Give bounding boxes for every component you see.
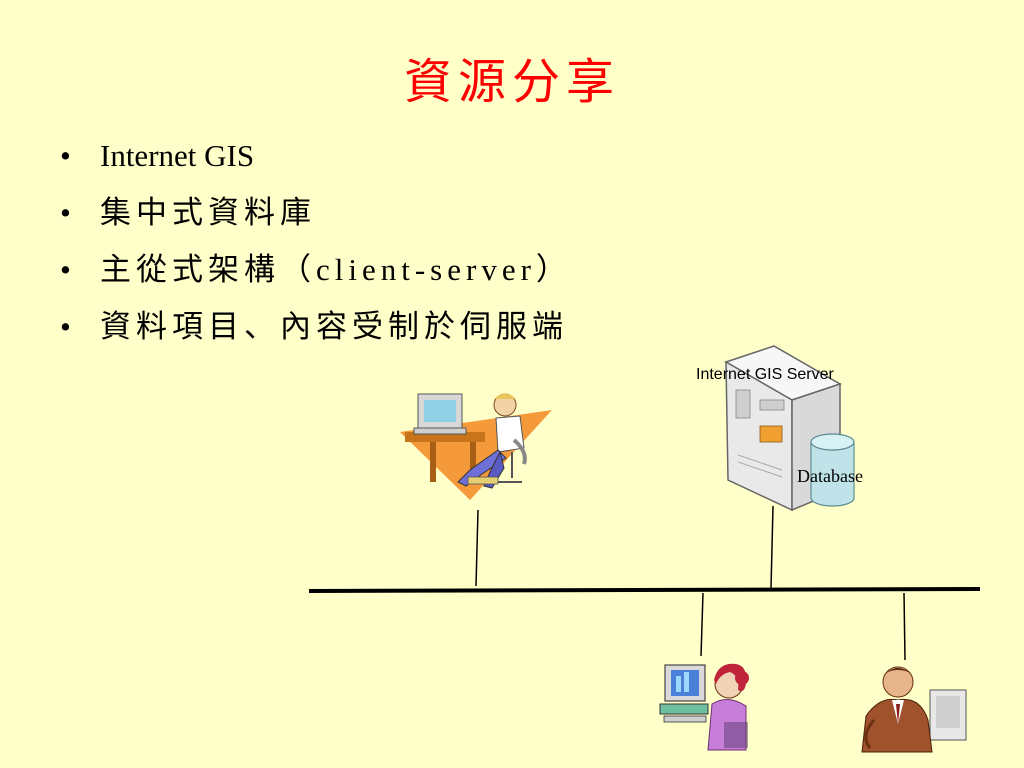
database-label: Database xyxy=(797,466,863,486)
man-at-computer-icon xyxy=(400,393,552,500)
bullet-text: 集中式資料庫 xyxy=(100,195,316,230)
server-label: Internet GIS Server xyxy=(696,366,834,383)
woman-at-computer-icon xyxy=(659,663,749,751)
link-client-top xyxy=(475,509,479,587)
database-icon xyxy=(810,433,855,507)
bullet-item-internet-gis: • Internet GIS xyxy=(60,136,572,193)
slide-title: 資源分享 xyxy=(403,54,620,110)
link-server xyxy=(770,505,774,589)
bullet-item-client-server: • 主從式架構（client-server） xyxy=(60,250,572,307)
link-client-man xyxy=(903,592,906,661)
bullet-dot: • xyxy=(60,195,71,230)
bullet-dot: • xyxy=(60,252,71,287)
businessman-at-computer-icon xyxy=(861,666,967,753)
bullet-text: 資料項目、內容受制於伺服端 xyxy=(100,309,568,344)
bullet-dot: • xyxy=(60,138,71,173)
network-backbone xyxy=(308,587,981,593)
bullet-item-server-controlled: • 資料項目、內容受制於伺服端 xyxy=(60,307,572,364)
bullet-dot: • xyxy=(60,309,71,344)
bullet-list: • Internet GIS • 集中式資料庫 • 主從式架構（client-s… xyxy=(60,136,572,364)
bullet-item-centralized-db: • 集中式資料庫 xyxy=(60,193,572,250)
network-lines xyxy=(308,505,981,661)
link-client-woman xyxy=(700,592,704,657)
bullet-text: Internet GIS xyxy=(100,138,255,173)
bullet-text: 主從式架構（client-server） xyxy=(100,252,572,287)
